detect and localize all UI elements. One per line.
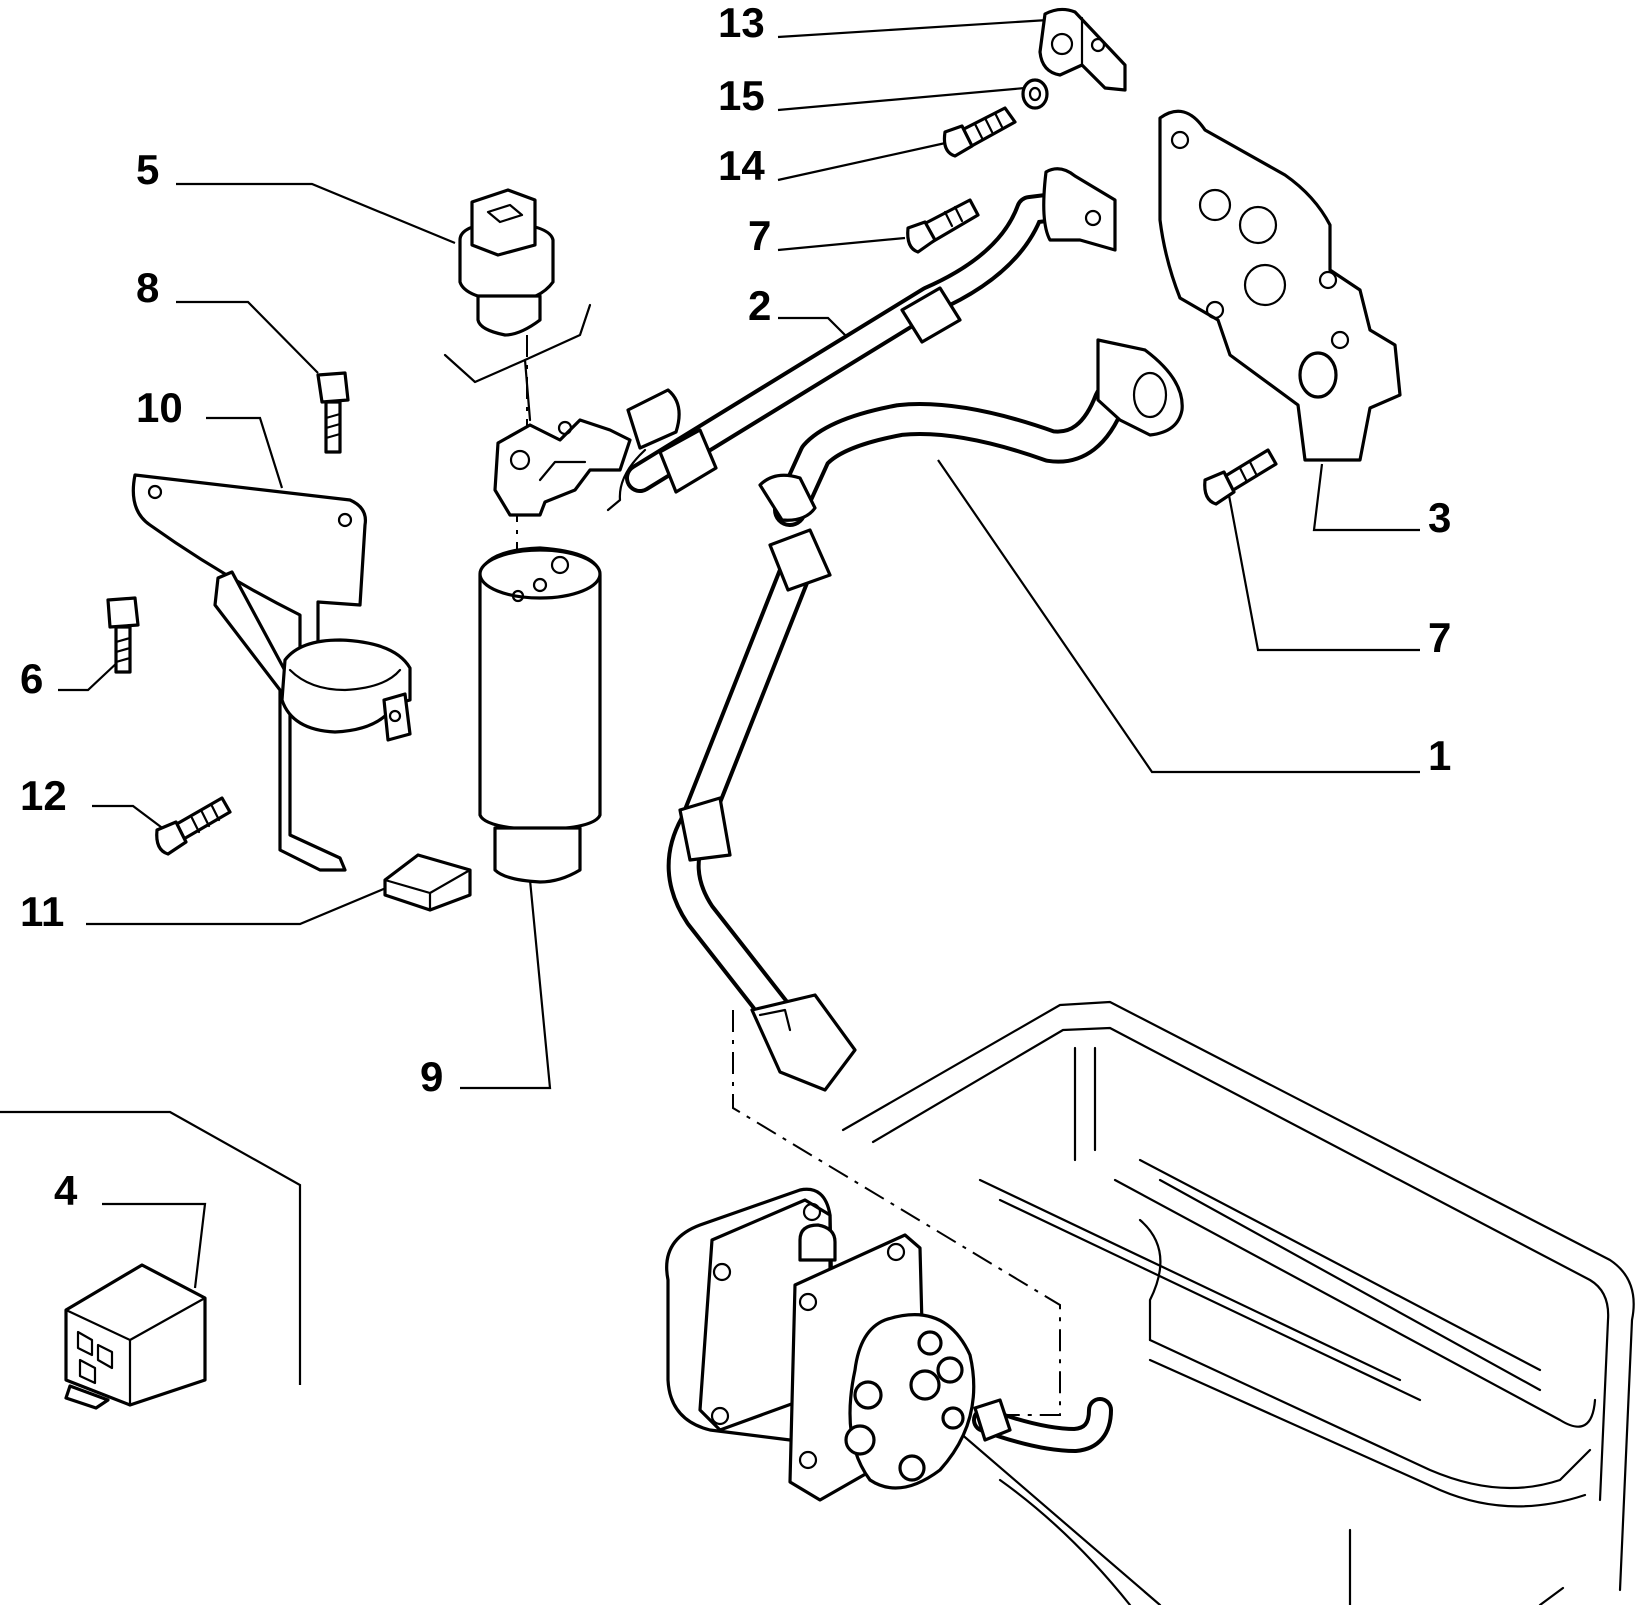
part-4-relay[interactable] <box>64 1263 207 1410</box>
receiver-drier-block[interactable] <box>493 418 632 517</box>
leader-lines <box>0 18 1420 1385</box>
callout-2[interactable]: 2 <box>748 282 771 329</box>
part-3-manifold[interactable] <box>1158 109 1402 462</box>
part-2-hose[interactable] <box>606 167 1117 512</box>
callout-9[interactable]: 9 <box>420 1053 443 1100</box>
leader-13 <box>777 18 1049 39</box>
leader-14 <box>777 140 951 182</box>
part-7-bolt-right[interactable] <box>1203 448 1278 506</box>
part-9-receiver-drier[interactable] <box>478 546 602 884</box>
callout-7-right[interactable]: 7 <box>1428 614 1451 661</box>
callout-10[interactable]: 10 <box>136 384 183 431</box>
leader-2 <box>778 316 851 341</box>
callout-14[interactable]: 14 <box>718 142 765 189</box>
callout-4[interactable]: 4 <box>54 1167 78 1214</box>
ac-compressor[interactable] <box>665 1187 1113 1502</box>
leader-5 <box>176 182 456 245</box>
part-14-bolt[interactable] <box>942 106 1017 158</box>
callout-labels: 13 15 14 7 2 5 8 10 6 12 11 9 4 3 7 1 <box>20 0 1451 1214</box>
part-8-bolt[interactable] <box>316 371 350 454</box>
callout-3[interactable]: 3 <box>1428 494 1451 541</box>
callout-7-top[interactable]: 7 <box>748 212 771 259</box>
part-12-bolt[interactable] <box>155 796 232 856</box>
part-15-washer[interactable] <box>1021 78 1049 110</box>
leader-7-top <box>777 236 906 252</box>
part-1-hose[interactable] <box>666 338 1184 1092</box>
callout-13[interactable]: 13 <box>718 0 765 46</box>
leader-3 <box>1312 463 1420 532</box>
leader-1 <box>937 459 1420 774</box>
callout-5[interactable]: 5 <box>136 146 159 193</box>
leader-9 <box>460 879 552 1090</box>
callout-15[interactable]: 15 <box>718 72 765 119</box>
part-11-pad[interactable] <box>383 853 472 912</box>
callout-11[interactable]: 11 <box>20 888 64 935</box>
leader-4 <box>102 1202 207 1289</box>
leader-15 <box>777 86 1026 112</box>
inset-divider <box>0 1110 302 1385</box>
callout-6[interactable]: 6 <box>20 655 43 702</box>
leader-10 <box>206 416 284 489</box>
leader-8 <box>176 300 319 374</box>
part-6-bolt[interactable] <box>106 596 140 674</box>
leader-11 <box>86 886 387 926</box>
callout-12[interactable]: 12 <box>20 772 67 819</box>
part-5-pressure-switch[interactable] <box>443 188 592 422</box>
leader-12 <box>92 804 166 831</box>
leader-6 <box>58 659 121 692</box>
callout-1[interactable]: 1 <box>1428 732 1451 779</box>
engine-oil-pan <box>841 1000 1635 1605</box>
part-7-bolt-top[interactable] <box>906 198 980 254</box>
leader-7-right <box>1226 489 1420 652</box>
part-13-bracket[interactable] <box>1038 7 1127 92</box>
callout-8[interactable]: 8 <box>136 264 159 311</box>
part-10-bracket[interactable] <box>131 473 412 872</box>
